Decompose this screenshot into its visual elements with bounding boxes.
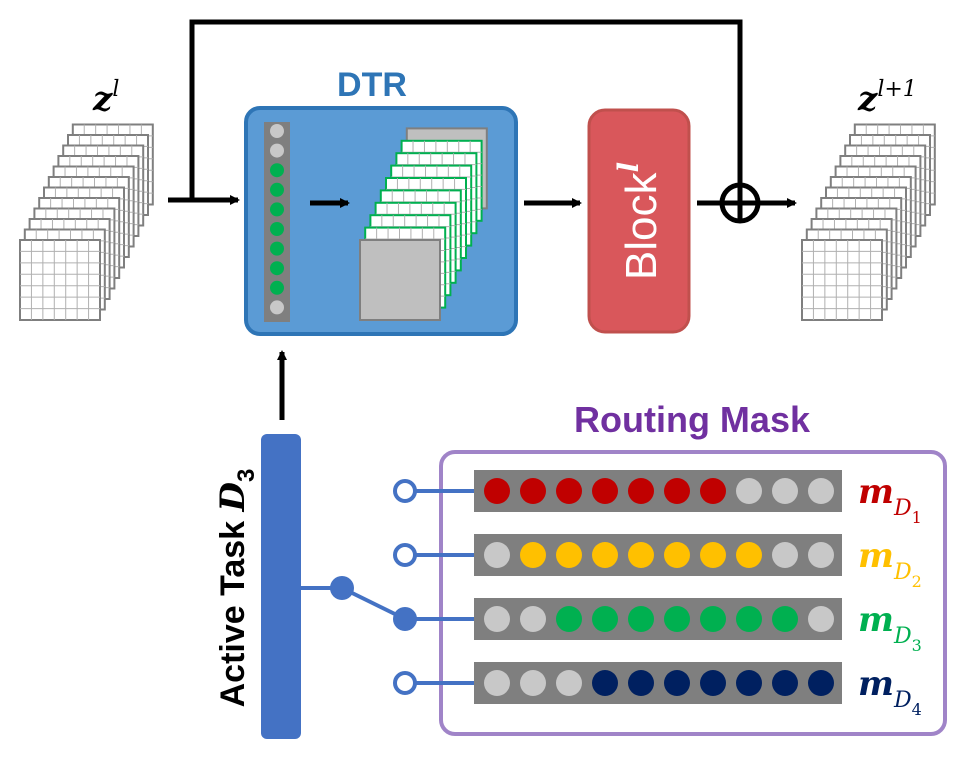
mask-dot xyxy=(592,606,618,632)
mask-dot xyxy=(772,542,798,568)
output-label: zl+1 xyxy=(857,77,917,119)
dtr-selected-token-stack xyxy=(359,127,488,321)
mask-dot xyxy=(808,670,834,696)
mask-dot xyxy=(664,478,690,504)
mask-dot xyxy=(484,606,510,632)
mask-dot xyxy=(664,542,690,568)
mask-dot xyxy=(700,606,726,632)
active-task-bar xyxy=(261,434,301,739)
mask-dot xyxy=(520,670,546,696)
sum-node xyxy=(719,182,761,224)
mask-dot xyxy=(520,542,546,568)
feature-map-tile xyxy=(801,239,883,321)
mask-terminal xyxy=(393,671,417,695)
mask-dot xyxy=(736,542,762,568)
mask-dot xyxy=(772,478,798,504)
mask-dot xyxy=(628,606,654,632)
dtr-token-dots xyxy=(270,124,284,315)
dtr-token-dot xyxy=(270,124,284,138)
mask-dot xyxy=(700,542,726,568)
mask-dot xyxy=(736,478,762,504)
mask-dot xyxy=(628,542,654,568)
mask-dot xyxy=(628,478,654,504)
mask-label: mD3 xyxy=(858,600,922,655)
mask-dot xyxy=(556,542,582,568)
dtr-token-dot xyxy=(270,241,284,256)
mask-dot xyxy=(700,478,726,504)
mask-terminal xyxy=(393,543,417,567)
mask-dot xyxy=(808,542,834,568)
mask-dot xyxy=(736,606,762,632)
mask-dot xyxy=(484,542,510,568)
feature-map-tile xyxy=(19,239,101,321)
block-label: Blockl xyxy=(612,162,666,280)
mask-dot xyxy=(772,670,798,696)
mask-row: mD1 xyxy=(393,470,922,527)
dtr-token-dot xyxy=(270,202,284,217)
dtr-token-dot xyxy=(270,280,284,295)
mask-dot xyxy=(808,606,834,632)
skip-connection xyxy=(189,19,743,200)
block-box xyxy=(587,108,691,334)
mask-dot xyxy=(664,670,690,696)
mask-row: mD3 xyxy=(393,598,922,655)
input-label: zl xyxy=(92,77,119,119)
input-feature-stack xyxy=(19,123,154,321)
mask-dot xyxy=(484,670,510,696)
dtr-token-dot xyxy=(270,300,284,315)
active-task-label: Active Task D3 xyxy=(213,469,260,708)
mask-dot xyxy=(520,478,546,504)
mask-dot xyxy=(736,670,762,696)
mask-dot xyxy=(556,478,582,504)
dtr-token-dot xyxy=(270,163,284,178)
mask-dot xyxy=(808,478,834,504)
mask-dot xyxy=(592,478,618,504)
routing-mask-rows: mD1 mD2 mD3 mD4 xyxy=(393,470,922,719)
mask-dot xyxy=(556,670,582,696)
task-switch xyxy=(301,576,406,621)
mask-dot xyxy=(520,606,546,632)
mask-dot xyxy=(628,670,654,696)
dtr-token-dot xyxy=(270,222,284,236)
mask-dot xyxy=(772,606,798,632)
mask-terminal xyxy=(393,607,417,631)
mask-label: mD1 xyxy=(858,472,922,527)
routing-mask-title: Routing Mask xyxy=(574,399,811,440)
mask-label: mD2 xyxy=(858,536,922,591)
mask-row: mD2 xyxy=(393,534,922,591)
mask-dot xyxy=(556,606,582,632)
mask-dot xyxy=(664,606,690,632)
mask-dot xyxy=(700,670,726,696)
dtr-title: DTR xyxy=(337,66,407,104)
mask-dot xyxy=(592,542,618,568)
dtr-token-dot xyxy=(270,182,284,197)
output-feature-stack xyxy=(801,123,936,321)
mask-terminal xyxy=(393,479,417,503)
mask-dot xyxy=(484,478,510,504)
dtr-token-dot xyxy=(270,261,284,276)
dtr-front-tile xyxy=(359,239,441,321)
mask-row: mD4 xyxy=(393,662,922,719)
mask-label: mD4 xyxy=(858,664,922,719)
dtr-token-dot xyxy=(270,143,284,158)
mask-dot xyxy=(592,670,618,696)
